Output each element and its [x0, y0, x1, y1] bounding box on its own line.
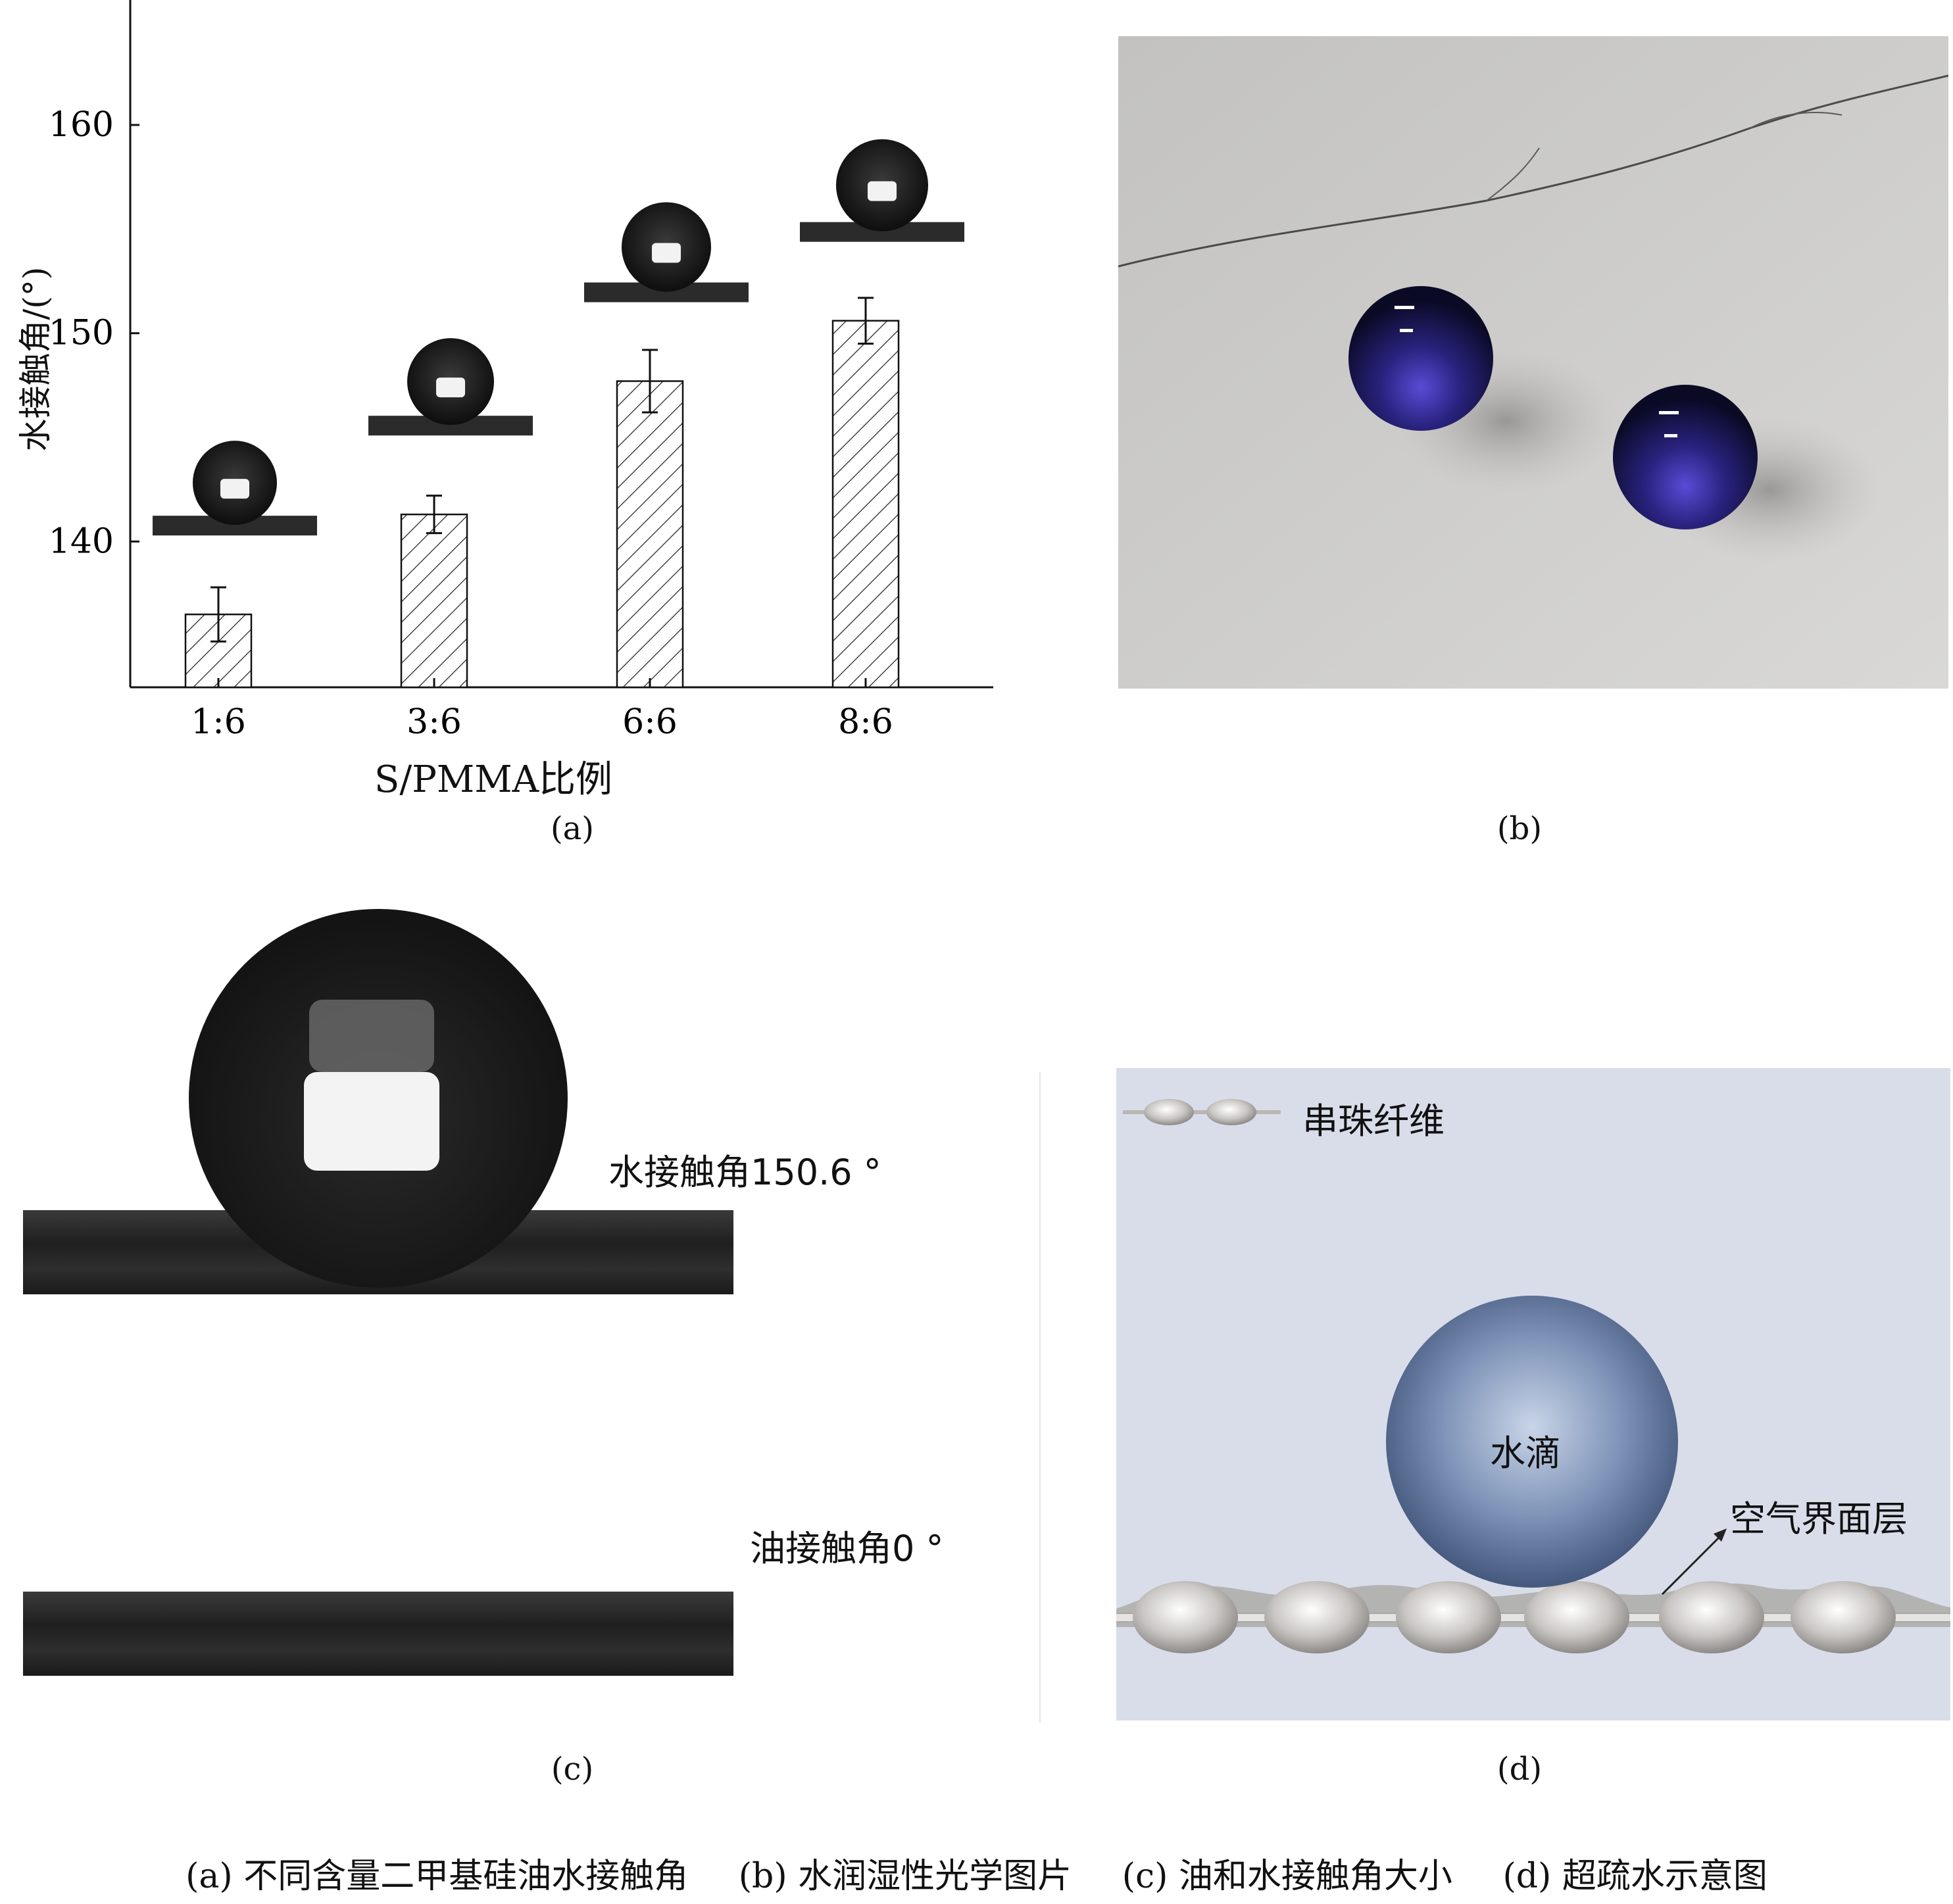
superhydrophobic-schematic — [1116, 1068, 1950, 1721]
panel-label-b: (b) — [1496, 810, 1543, 847]
x-tick-label: 1:6 — [191, 702, 246, 742]
inset-highlight — [436, 378, 465, 398]
legend-bead-fiber-label: 串珠纤维 — [1302, 1100, 1445, 1142]
inset-highlight — [220, 479, 249, 499]
caption-d: (d) 超疏水示意图 — [1502, 1857, 1768, 1896]
x-axis-label: S/PMMA比例 — [374, 758, 613, 801]
x-tick-label: 8:6 — [838, 702, 893, 742]
oil-contact-angle-label: 油接触角0 ° — [750, 1528, 944, 1569]
bead-fiber — [1133, 1581, 1896, 1653]
schematic-water-droplet — [1386, 1296, 1678, 1588]
inset-highlight — [868, 181, 897, 201]
caption-b: (b) 水润湿性光学图片 — [738, 1857, 1072, 1896]
substrate-oil — [23, 1592, 733, 1676]
droplet-left — [1348, 286, 1493, 431]
legend-bead-icon — [1144, 1099, 1194, 1125]
figure-caption: (a) 不同含量二甲基硅油水接触角 (b) 水润湿性光学图片 (c) 油和水接触… — [0, 1848, 1953, 1897]
panel-label-c: (c) — [551, 1751, 594, 1788]
y-tick-label: 150 — [49, 314, 114, 353]
y-tick-label: 140 — [49, 522, 114, 561]
bar — [831, 320, 900, 689]
x-tick-label: 6:6 — [622, 702, 678, 742]
bar — [400, 513, 468, 689]
air-layer-label: 空气界面层 — [1730, 1498, 1908, 1540]
contact-angle-profiles — [23, 909, 733, 1676]
panel-label-a: (a) — [550, 810, 595, 847]
water-droplet-label: 水滴 — [1490, 1432, 1561, 1474]
y-tick-label: 160 — [49, 105, 114, 145]
contact-angle-bar-chart: 140 150 160 1:6 3:6 6:6 8:6 — [49, 0, 993, 742]
caption-a: (a) 不同含量二甲基硅油水接触角 — [185, 1857, 689, 1896]
panel-divider — [1039, 1072, 1041, 1723]
droplet-right — [1613, 385, 1758, 529]
caption-c: (c) 油和水接触角大小 — [1122, 1857, 1452, 1896]
panel-label-d: (d) — [1496, 1751, 1543, 1788]
y-axis-label: 水接触角/(°) — [16, 266, 55, 452]
wetting-photo — [1118, 36, 1948, 689]
arrow-icon — [1714, 1528, 1727, 1542]
inset-highlight — [652, 243, 681, 263]
bar — [616, 380, 684, 689]
x-tick-label: 3:6 — [407, 702, 462, 742]
water-contact-angle-label: 水接触角150.6 ° — [608, 1152, 881, 1193]
